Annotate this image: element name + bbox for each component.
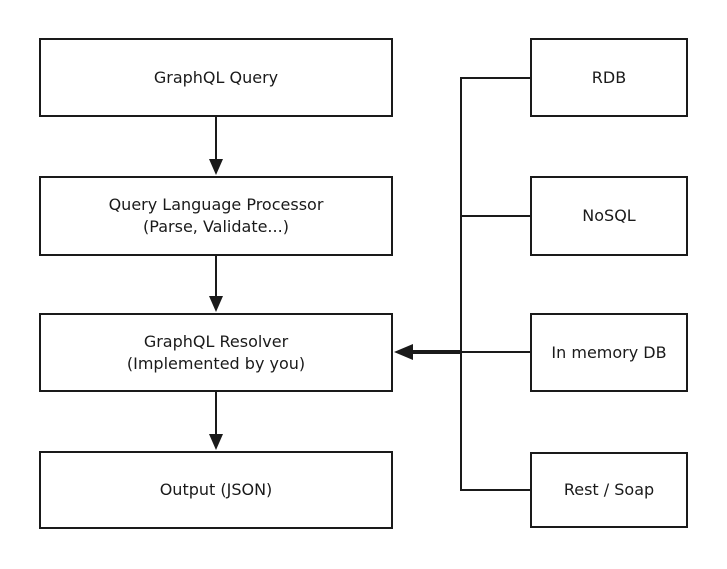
node-rest-soap: Rest / Soap — [530, 452, 688, 528]
node-graphql-resolver: GraphQL Resolver (Implemented by you) — [39, 313, 393, 392]
data-sources-bracket-line — [460, 77, 531, 491]
node-graphql-query: GraphQL Query — [39, 38, 393, 117]
node-sublabel: (Implemented by you) — [126, 353, 306, 373]
arrow-resolver-to-output — [209, 392, 223, 450]
node-label: RDB — [591, 67, 627, 87]
node-label: GraphQL Query — [153, 67, 279, 87]
node-label: GraphQL Resolver — [143, 331, 289, 351]
node-label: Rest / Soap — [563, 480, 655, 499]
arrow-processor-to-resolver — [209, 256, 223, 312]
node-label: Query Language Processor — [108, 195, 324, 214]
arrow-query-to-processor — [209, 117, 223, 175]
node-label: Output (JSON) — [159, 480, 273, 499]
node-rdb: RDB — [530, 38, 688, 117]
arrow-sources-to-resolver — [394, 344, 462, 360]
node-output-json: Output (JSON) — [39, 451, 393, 529]
node-query-language-processor: Query Language Processor (Parse, Validat… — [39, 176, 393, 256]
node-in-memory-db: In memory DB — [530, 313, 688, 392]
node-label: In memory DB — [551, 342, 667, 362]
node-label: NoSQL — [582, 206, 636, 225]
node-sublabel: (Parse, Validate...) — [143, 217, 289, 236]
node-nosql: NoSQL — [530, 176, 688, 256]
